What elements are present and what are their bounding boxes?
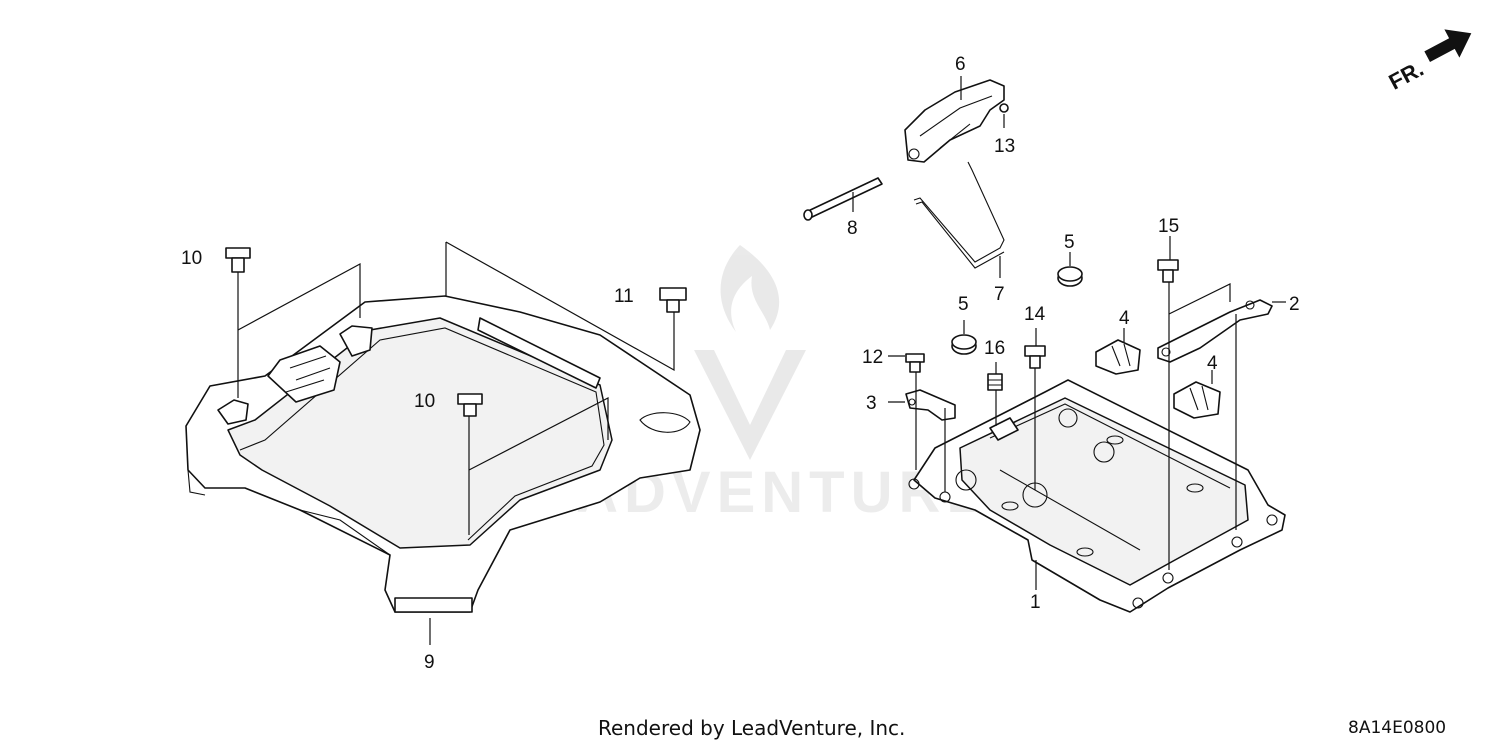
callout-14: 14 [1024,304,1046,325]
callout-16: 16 [984,338,1005,359]
part-4-stopper-b [1173,381,1221,419]
callout-5b: 5 [958,294,969,315]
callout-11: 11 [614,286,634,307]
bolt-10-upper [225,247,251,273]
part-6-latch [904,79,1005,163]
callout-7: 7 [994,284,1005,305]
bolt-14 [1024,345,1046,369]
part-3-bracket [905,389,956,421]
callout-13: 13 [994,136,1015,157]
assembly-leaders-9 [237,241,675,645]
callout-1: 1 [1030,592,1041,613]
assembly-leaders-1 [852,76,1286,590]
bolt-15 [1157,259,1179,283]
callout-8: 8 [847,218,858,239]
part-5-plug-upper [1057,266,1083,287]
callout-2: 2 [1289,294,1300,315]
callout-15: 15 [1158,216,1179,237]
fr-label: FR. [1385,56,1428,95]
callout-12: 12 [862,347,883,368]
front-direction-marker: FR. [1385,29,1472,95]
part-4-stopper-a [1095,339,1141,375]
callout-4a: 4 [1119,308,1130,329]
part-2-plate [1157,299,1273,363]
callout-6: 6 [955,54,966,75]
callout-4b: 4 [1207,353,1218,374]
diagram-code: 8A14E0800 [1348,718,1447,738]
callout-10a: 10 [181,248,202,269]
part-1-tray [908,379,1286,613]
callout-5a: 5 [1064,232,1075,253]
part-9-seat-frame [185,295,701,613]
render-credit: Rendered by LeadVenture, Inc. [598,716,906,740]
arrow-right-icon [1424,29,1472,62]
bolt-10-lower [457,393,483,417]
callout-3: 3 [866,393,877,414]
part-13-clip [999,103,1009,113]
part-7-wire [913,161,1005,269]
callout-10b: 10 [414,391,435,412]
callout-9: 9 [424,652,435,673]
part-8-pin [803,177,883,221]
bolt-11 [659,287,687,313]
bolt-12 [905,353,925,373]
bolt-16 [987,373,1003,391]
part-5-plug-lower [951,334,977,355]
